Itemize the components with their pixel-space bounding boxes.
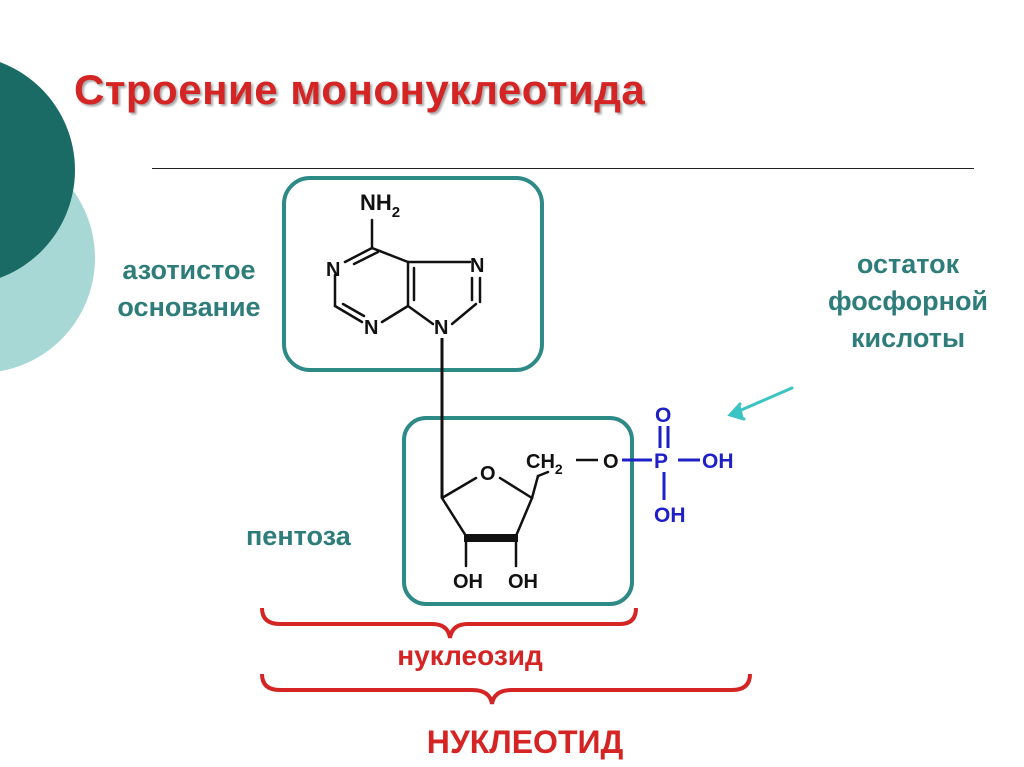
phosphate-line-2: фосфорной bbox=[827, 286, 989, 316]
nitrogen-base-line-2: основание bbox=[117, 292, 261, 322]
pentose-box bbox=[402, 416, 634, 606]
decorative-circles bbox=[0, 62, 95, 372]
ring-o-text: O bbox=[480, 463, 496, 485]
n1-text: N bbox=[326, 259, 340, 281]
page-title: Строение мононуклеотида bbox=[74, 66, 646, 113]
link-o-text: O bbox=[603, 451, 619, 473]
ch2-text: CH2 bbox=[526, 451, 563, 477]
phosphate-oh-bottom-text: OH bbox=[654, 504, 686, 527]
base-box bbox=[282, 176, 544, 372]
nucleotide-label: НУКЛЕОТИД bbox=[426, 724, 624, 760]
title-divider bbox=[152, 168, 974, 169]
n9-text: N bbox=[434, 317, 448, 339]
adenine-bonds bbox=[333, 218, 482, 326]
nucleoside-label: нуклеозид bbox=[397, 640, 543, 671]
pentose-label: пентоза bbox=[246, 521, 351, 551]
n7-text: N bbox=[470, 255, 484, 277]
phosphate-oh-right-text: OH bbox=[702, 450, 734, 473]
phosphorus-text: P bbox=[654, 450, 668, 473]
nh2-text: NH2 bbox=[360, 190, 400, 221]
phosphate-bonds bbox=[622, 426, 700, 500]
phosphate-line-1: остаток bbox=[856, 249, 960, 279]
ribose-bonds bbox=[440, 470, 550, 568]
nucleotide-brace bbox=[260, 673, 752, 705]
n3-text: N bbox=[364, 317, 378, 339]
oh-3-text: OH bbox=[508, 571, 538, 593]
phosphate-o-text: O bbox=[655, 404, 671, 427]
dark-teal-circle bbox=[0, 62, 75, 278]
phosphate-arrow-icon bbox=[727, 386, 794, 421]
nitrogen-base-line-1: азотистое bbox=[122, 255, 256, 285]
oh-2-text: OH bbox=[453, 571, 483, 593]
nitrogen-base-label: азотистое основание bbox=[96, 252, 282, 326]
phosphate-label: остаток фосфорной кислоты bbox=[800, 246, 1016, 357]
phosphate-line-3: кислоты bbox=[850, 323, 966, 353]
nucleoside-brace bbox=[260, 607, 638, 639]
